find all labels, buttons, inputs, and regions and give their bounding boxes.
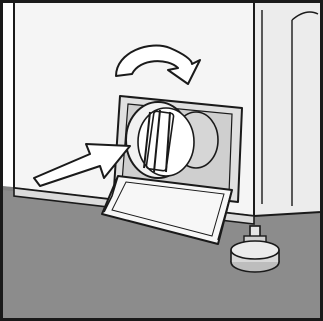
- foot-pad-top: [231, 241, 279, 259]
- machine-side-panel: [254, 2, 321, 216]
